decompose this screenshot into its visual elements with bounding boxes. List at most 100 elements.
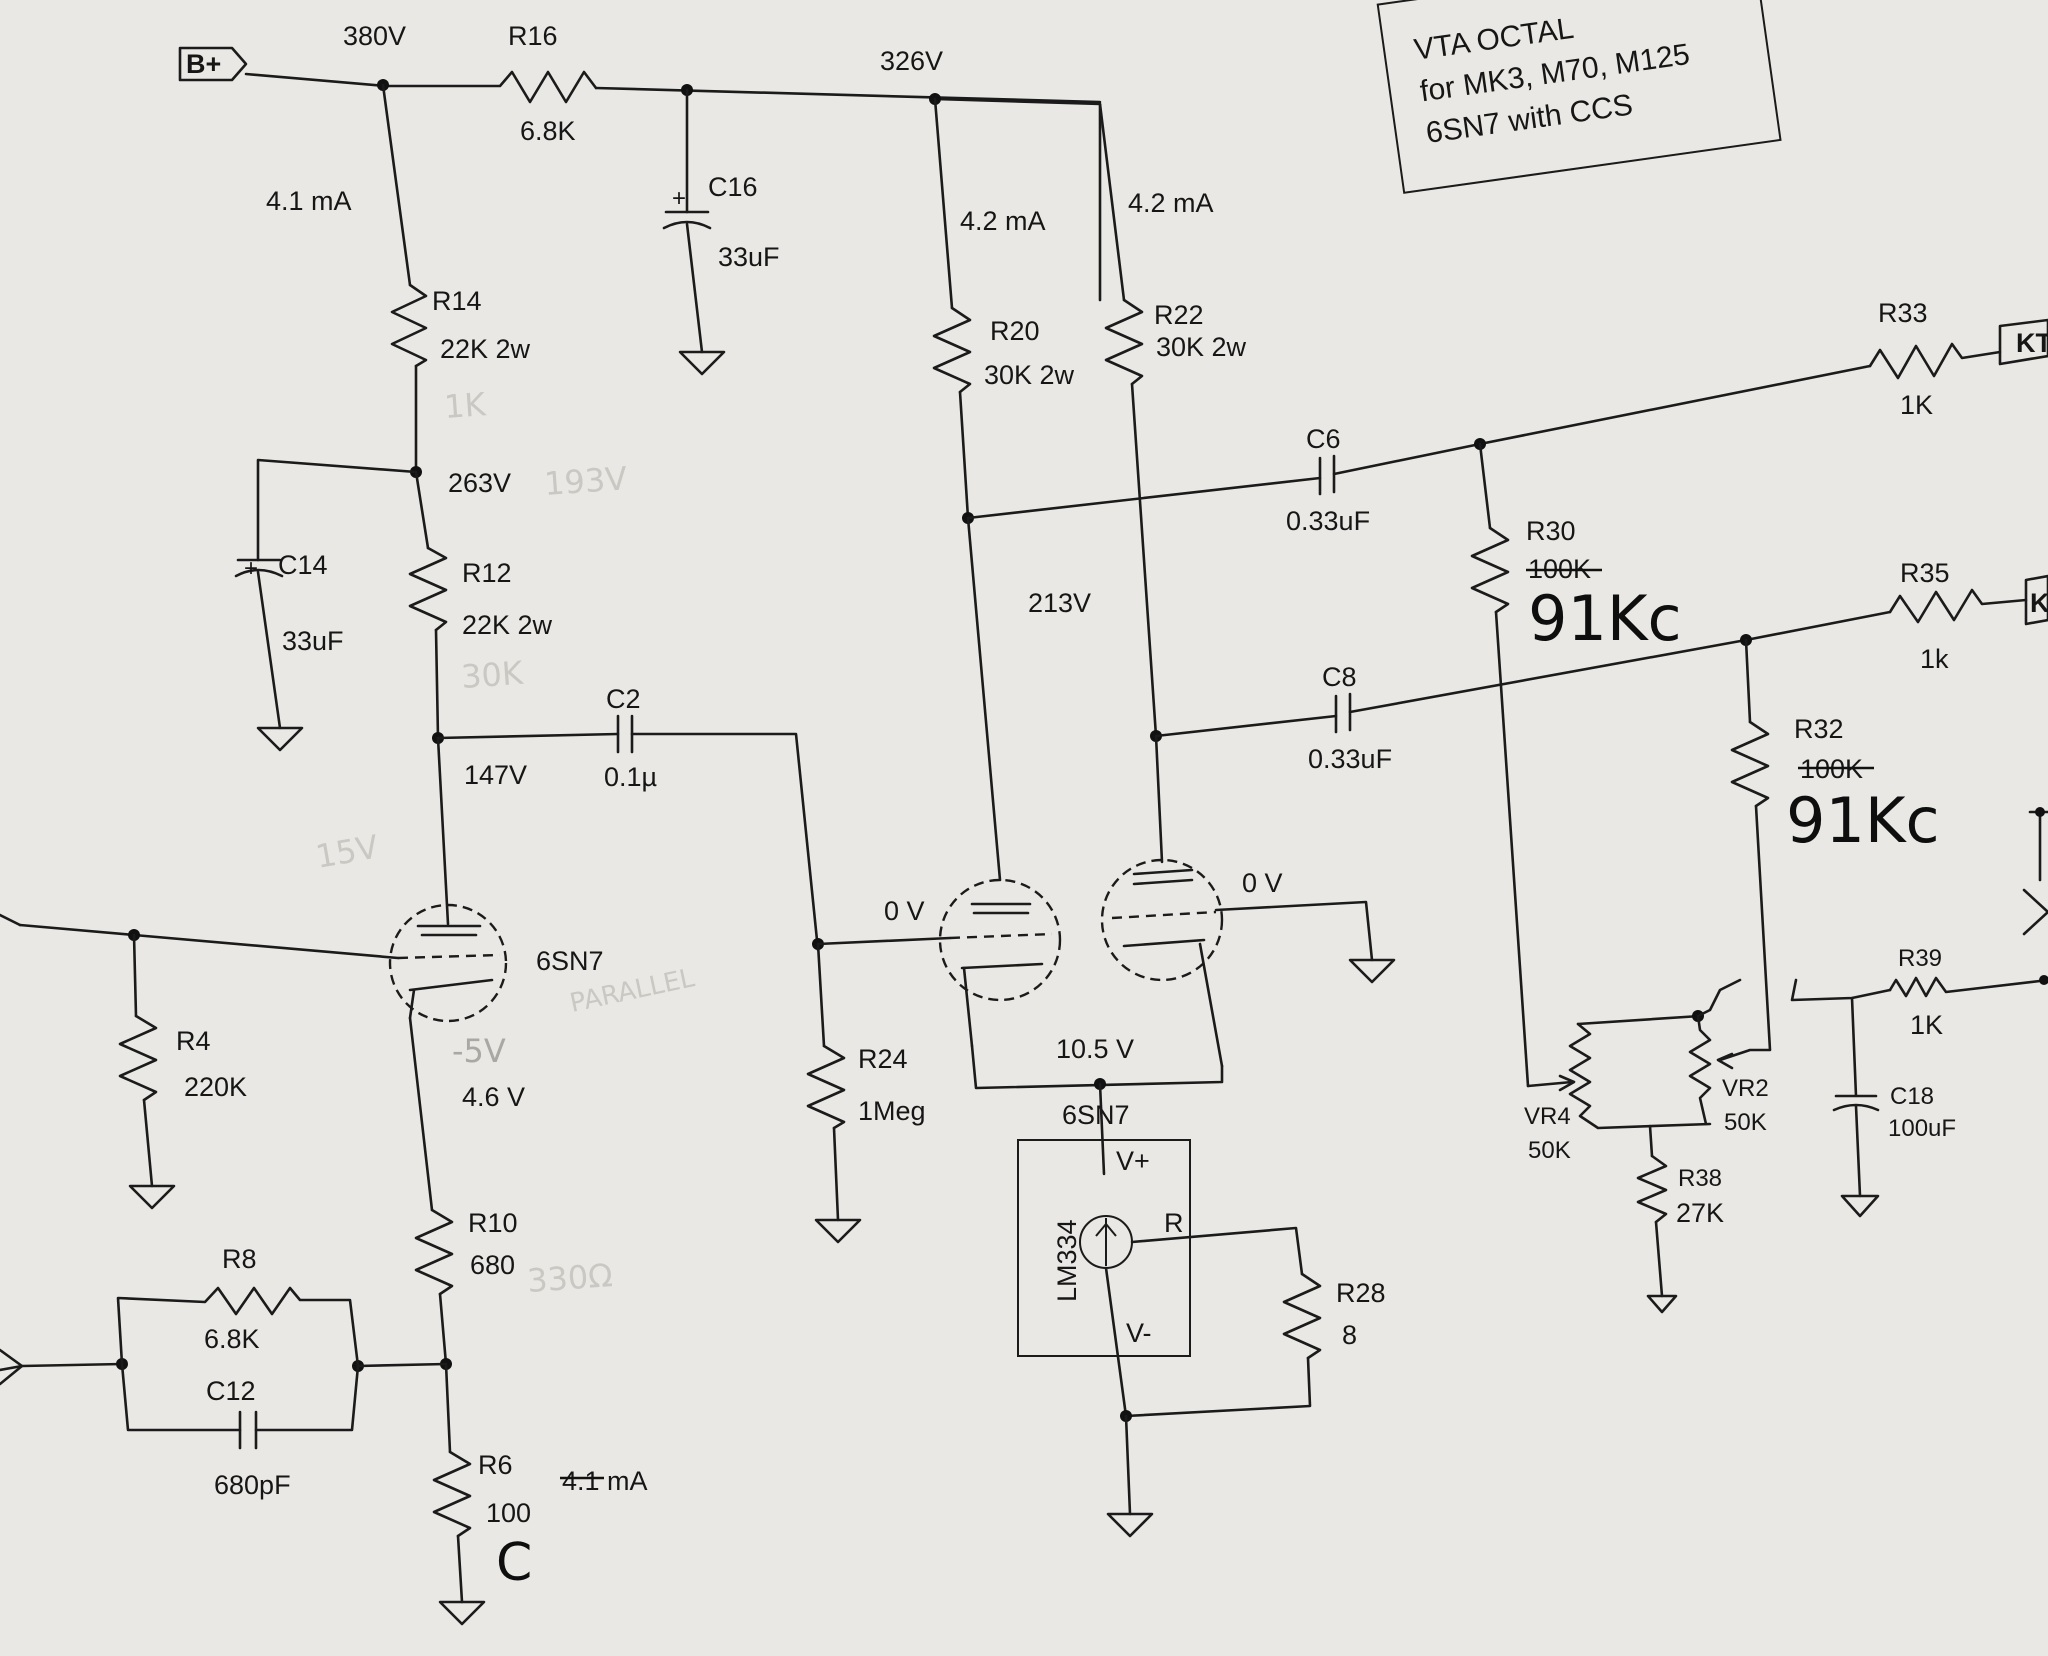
r28-label: R28	[1336, 1278, 1386, 1308]
pencil-note: 1K	[443, 385, 488, 426]
node-dot	[2035, 807, 2045, 817]
r30-symbol	[1470, 526, 1510, 614]
r16-value: 6.8K	[520, 116, 576, 146]
r24-label: R24	[858, 1044, 908, 1074]
wire	[434, 628, 440, 740]
c8-label: C8	[1322, 662, 1357, 692]
wire	[1098, 1082, 1106, 1176]
b-plus-port: B+	[178, 46, 248, 82]
handwritten-value: 91Kc	[1528, 582, 1682, 655]
wire	[1526, 1080, 1574, 1088]
r30-label: R30	[1526, 516, 1576, 546]
wire	[1790, 978, 1892, 1002]
r33-value: 1K	[1900, 390, 1933, 420]
wire	[1494, 610, 1530, 1088]
c16-label: C16	[708, 172, 758, 202]
r20-value: 30K 2w	[984, 360, 1075, 390]
vr2-label: VR2	[1722, 1075, 1769, 1102]
pencil-note: 15V	[313, 828, 381, 876]
voltage-label: 0 V	[884, 896, 925, 926]
current-label: 4.1 mA	[266, 186, 352, 216]
r35-value: 1k	[1920, 644, 1949, 674]
r33-symbol	[1868, 342, 2002, 380]
wire	[1130, 382, 1158, 738]
pencil-note: 330Ω	[526, 1256, 614, 1300]
c6-value: 0.33uF	[1286, 506, 1370, 536]
wire	[1124, 1356, 1312, 1418]
lm334-current-source: V+ R V- LM334	[1017, 1139, 1191, 1357]
partial-component	[2022, 810, 2048, 936]
ground-symbol	[1646, 1294, 1678, 1314]
c18-value: 100uF	[1888, 1115, 1956, 1142]
r24-symbol	[806, 1044, 846, 1130]
svg-text:V+: V+	[1116, 1146, 1150, 1176]
c18-label: C18	[1890, 1083, 1934, 1110]
wire	[456, 1534, 464, 1604]
r39-value: 1K	[1910, 1010, 1943, 1040]
voltage-label: 4.6 V	[462, 1082, 525, 1112]
r38-label: R38	[1678, 1165, 1722, 1192]
wire	[1154, 734, 1164, 864]
r28-value: 8	[1342, 1320, 1357, 1350]
r8-symbol	[116, 1286, 360, 1368]
svg-text:B+: B+	[186, 49, 221, 79]
r14-value: 22K 2w	[440, 334, 531, 364]
output-port-label: K	[2030, 588, 2048, 618]
wire	[1124, 1414, 1132, 1516]
wire	[414, 470, 430, 550]
wire	[1648, 1124, 1654, 1158]
output-port-top	[1998, 318, 2048, 366]
r28-symbol	[1282, 1272, 1322, 1360]
r10-symbol	[414, 1208, 454, 1296]
r6-value: 100	[486, 1498, 531, 1528]
c2-symbol	[616, 714, 634, 754]
svg-text:R: R	[1164, 1208, 1184, 1238]
wire	[1130, 1226, 1304, 1276]
r10-label: R10	[468, 1208, 518, 1238]
wire	[1214, 900, 1374, 962]
v2-6sn7-tube	[938, 858, 1224, 1068]
pencil-note: -5V	[452, 1032, 506, 1070]
ground-symbol	[438, 1600, 486, 1626]
r6-symbol	[432, 1450, 472, 1538]
r22-value: 30K 2w	[1156, 332, 1247, 362]
voltage-label: 0 V	[1242, 868, 1283, 898]
r39-label: R39	[1898, 945, 1942, 972]
output-port-label: KT	[2016, 328, 2048, 358]
r12-symbol	[408, 546, 448, 632]
wire	[685, 222, 704, 354]
c2-value: 0.1µ	[604, 762, 657, 792]
r22-symbol	[1104, 298, 1144, 386]
voltage-label: 380V	[343, 21, 406, 51]
vr4-wiper	[1558, 1074, 1576, 1092]
wire	[256, 458, 418, 562]
c16-value: 33uF	[718, 242, 780, 272]
ground-symbol	[128, 1184, 176, 1210]
wire	[256, 570, 282, 730]
c2-label: C2	[606, 684, 641, 714]
c12-symbol	[238, 1410, 258, 1450]
wire	[933, 97, 1102, 302]
ground-symbol	[1348, 958, 1396, 984]
wire	[832, 1126, 840, 1222]
handwritten-note: C	[496, 1533, 532, 1593]
node-dot	[2039, 975, 2048, 985]
vr2-symbol	[1688, 1014, 1712, 1126]
wire	[816, 942, 826, 1048]
wire	[381, 83, 412, 287]
c14-value: 33uF	[282, 626, 344, 656]
wire	[244, 72, 387, 88]
r12-value: 22K 2w	[462, 610, 553, 640]
wire	[444, 1362, 452, 1454]
c6-label: C6	[1306, 424, 1341, 454]
r8-value: 6.8K	[204, 1324, 260, 1354]
wire	[1098, 102, 1126, 302]
wire	[436, 732, 620, 740]
vr4-symbol	[1568, 1022, 1712, 1130]
wire	[1576, 1014, 1702, 1026]
c8-value: 0.33uF	[1308, 744, 1392, 774]
polarity-mark: +	[672, 185, 686, 212]
r35-label: R35	[1900, 558, 1950, 588]
svg-text:LM334: LM334	[1052, 1219, 1082, 1302]
